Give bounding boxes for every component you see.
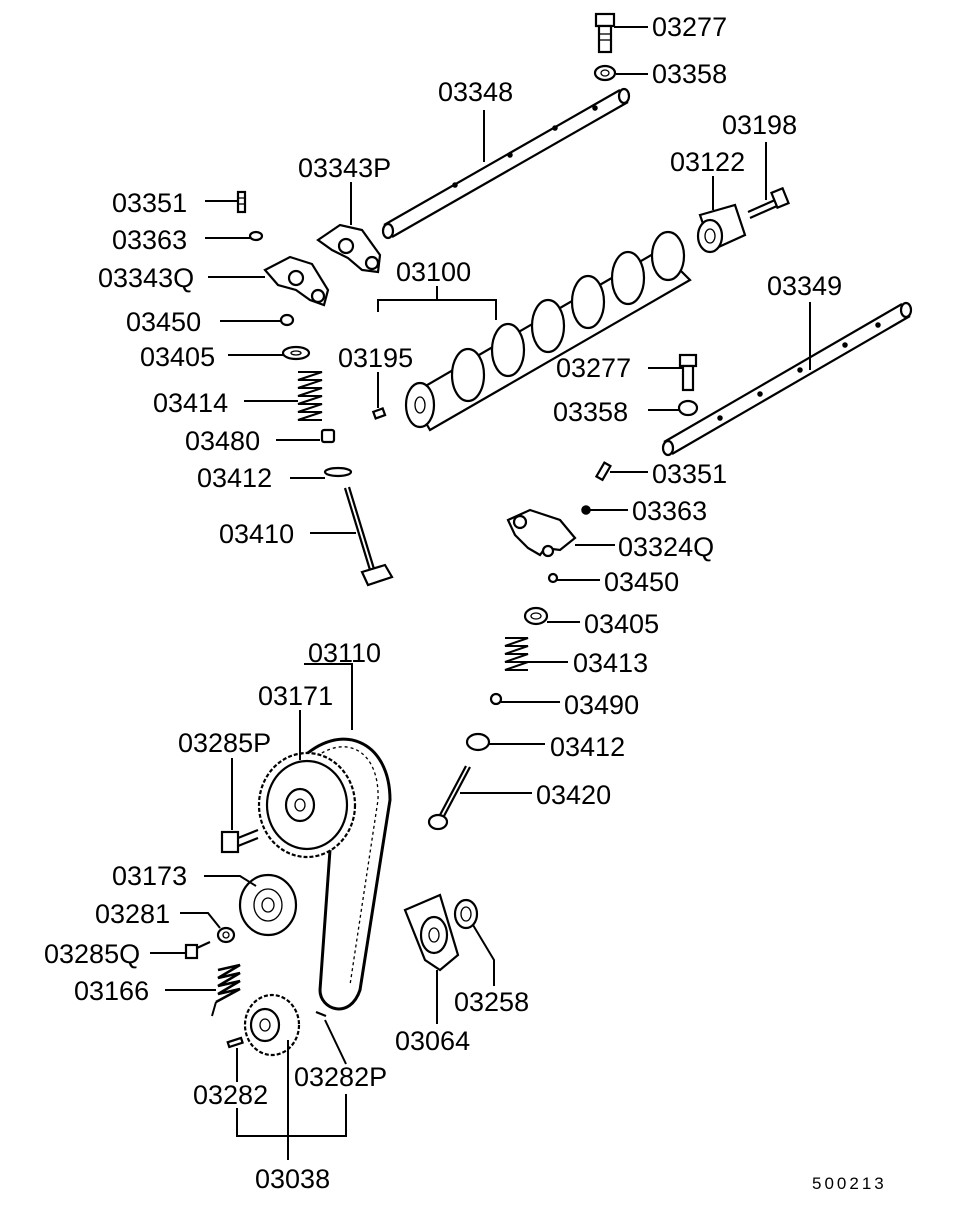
cap-03450-right bbox=[547, 572, 559, 584]
bolt-03198 bbox=[747, 186, 790, 220]
nut-03363-left bbox=[248, 230, 264, 242]
seal-03490 bbox=[489, 692, 503, 706]
washer-03358-top bbox=[593, 64, 617, 82]
label-03277-top: 03277 bbox=[652, 12, 728, 42]
valve-spring-03413 bbox=[504, 637, 529, 671]
valve-03410 bbox=[343, 486, 394, 587]
label-03405-left: 03405 bbox=[140, 342, 216, 372]
adjust-screw-03351-left bbox=[236, 190, 247, 214]
camshaft-03100 bbox=[404, 230, 692, 432]
label-03349: 03349 bbox=[767, 271, 843, 301]
spring-03166 bbox=[211, 963, 241, 1017]
label-03281: 03281 bbox=[95, 899, 171, 929]
label-03420: 03420 bbox=[536, 780, 612, 810]
nut-03363-right bbox=[581, 505, 591, 515]
rocker-arm-03343P bbox=[316, 223, 382, 274]
label-03343Q: 03343Q bbox=[98, 263, 195, 293]
label-03348: 03348 bbox=[438, 77, 514, 107]
label-03358-right: 03358 bbox=[553, 397, 629, 427]
rocker-shaft-03348 bbox=[381, 87, 631, 240]
label-03122: 03122 bbox=[670, 147, 746, 177]
label-03405-right: 03405 bbox=[584, 609, 660, 639]
label-03358-top: 03358 bbox=[652, 59, 728, 89]
retainer-03405-left bbox=[281, 345, 311, 361]
bolt-03277-top bbox=[594, 12, 616, 54]
label-03410: 03410 bbox=[219, 519, 295, 549]
label-03173: 03173 bbox=[112, 861, 188, 891]
seat-03412-left bbox=[323, 466, 353, 478]
label-03195: 03195 bbox=[338, 343, 414, 373]
washer-03281 bbox=[216, 926, 236, 944]
label-03343P: 03343P bbox=[298, 153, 392, 183]
crank-sprocket-03038 bbox=[243, 993, 301, 1057]
label-03166: 03166 bbox=[74, 976, 150, 1006]
label-03110: 03110 bbox=[308, 638, 382, 668]
label-03363-right: 03363 bbox=[632, 496, 708, 526]
rocker-arm-03343Q bbox=[263, 255, 330, 307]
tensioner-03173 bbox=[238, 873, 298, 937]
label-03258: 03258 bbox=[454, 987, 530, 1017]
label-03285P: 03285P bbox=[178, 728, 272, 758]
seat-03412-right bbox=[465, 732, 491, 752]
label-03282: 03282 bbox=[193, 1080, 269, 1110]
bolt-03285Q bbox=[184, 941, 211, 960]
label-03450-right: 03450 bbox=[604, 567, 680, 597]
adjust-screw-03351-right bbox=[594, 461, 612, 482]
label-03480: 03480 bbox=[185, 426, 261, 456]
rocker-shaft-03349 bbox=[661, 301, 913, 457]
washer-03358-right bbox=[677, 399, 699, 417]
key-03282 bbox=[226, 1036, 244, 1049]
key-03195 bbox=[371, 407, 387, 420]
cap-03450-left bbox=[279, 313, 295, 327]
key-03282P bbox=[315, 1010, 327, 1018]
label-03100: 03100 bbox=[396, 257, 472, 287]
oil-pump-03064 bbox=[403, 893, 460, 972]
label-03324Q: 03324Q bbox=[618, 532, 715, 562]
valve-03420 bbox=[427, 765, 471, 831]
valve-spring-03414 bbox=[297, 371, 323, 421]
bolt-03277-right bbox=[678, 353, 698, 392]
label-03064: 03064 bbox=[395, 1026, 471, 1056]
label-03414: 03414 bbox=[153, 388, 229, 418]
label-03171: 03171 bbox=[258, 681, 334, 711]
sprocket-03171 bbox=[257, 751, 357, 859]
label-03198: 03198 bbox=[722, 110, 798, 140]
label-03412-left: 03412 bbox=[197, 463, 273, 493]
camshaft-holder-03122 bbox=[696, 203, 747, 254]
seal-03258 bbox=[453, 898, 479, 930]
label-03285Q: 03285Q bbox=[44, 939, 141, 969]
rocker-arm-03324Q bbox=[506, 508, 577, 558]
label-03282P: 03282P bbox=[294, 1062, 388, 1092]
label-03450-left: 03450 bbox=[126, 307, 202, 337]
bolt-03285P bbox=[220, 828, 259, 854]
reference-number: 500213 bbox=[812, 1174, 887, 1193]
label-03490: 03490 bbox=[564, 690, 640, 720]
label-03038: 03038 bbox=[255, 1164, 331, 1194]
label-03412-right: 03412 bbox=[550, 732, 626, 762]
label-03277-right: 03277 bbox=[556, 353, 632, 383]
label-03413: 03413 bbox=[573, 648, 649, 678]
label-03351-right: 03351 bbox=[652, 459, 728, 489]
retainer-03405-right bbox=[523, 606, 549, 626]
seal-03480 bbox=[320, 428, 336, 444]
label-03363-left: 03363 bbox=[112, 225, 188, 255]
label-03351-left: 03351 bbox=[112, 188, 188, 218]
